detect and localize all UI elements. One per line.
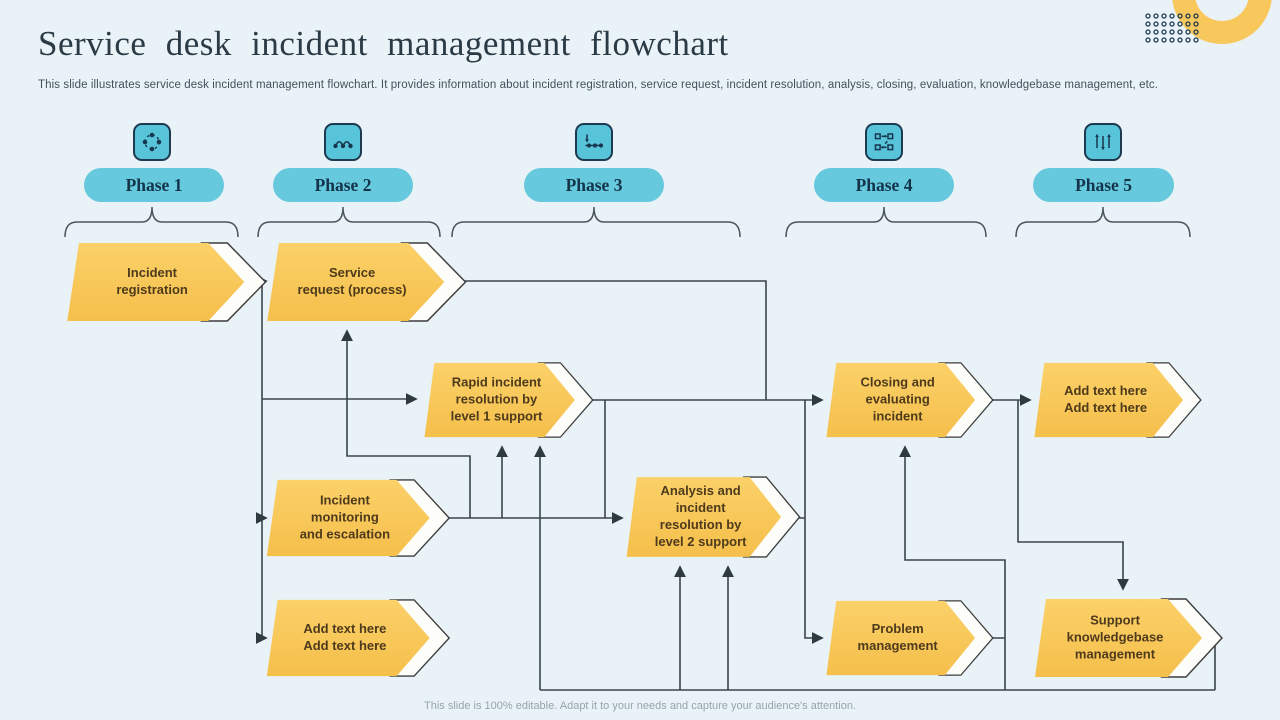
shuffle-arrows-icon xyxy=(1095,133,1111,151)
arrow-shape xyxy=(266,599,451,677)
phase-pill-5[interactable]: Phase 5 xyxy=(1033,168,1174,202)
phase-pill-2[interactable]: Phase 2 xyxy=(273,168,413,202)
page-title: Service desk incident management flowcha… xyxy=(38,24,729,63)
arrow-shape xyxy=(424,362,594,438)
phase3-icon-tile[interactable] xyxy=(575,123,613,161)
node-label: Incident monitoring and escalation xyxy=(299,492,391,542)
arrow-shape xyxy=(826,600,994,676)
timeline-arrow-icon xyxy=(585,134,604,148)
swap-boxes-icon xyxy=(874,133,894,151)
node-label: Rapid incident resolution by level 1 sup… xyxy=(450,374,543,424)
arrow-shape xyxy=(626,476,801,558)
arrow-shape xyxy=(267,242,467,322)
node-label: Closing and evaluating incident xyxy=(860,374,935,424)
flow-node-incident-monitoring[interactable]: Incident monitoring and escalation xyxy=(262,477,457,559)
node-label: Add text here Add text here xyxy=(303,621,387,653)
phase-label: Phase 4 xyxy=(855,174,913,195)
dot-grid-decoration xyxy=(1145,13,1199,43)
phase5-icon-tile[interactable] xyxy=(1084,123,1122,161)
phase1-icon-tile[interactable] xyxy=(133,123,171,161)
flow-node-add-text-left[interactable]: Add text here Add text here xyxy=(262,597,457,679)
phase-label: Phase 1 xyxy=(125,174,183,195)
arrow-shape xyxy=(67,242,267,322)
node-label: Service request (process) xyxy=(297,265,407,297)
flow-node-service-request[interactable]: Service request (process) xyxy=(262,240,474,324)
node-label: Analysis and incident resolution by leve… xyxy=(654,483,747,549)
flow-connectors xyxy=(246,275,1216,691)
phase-pill-4[interactable]: Phase 4 xyxy=(814,168,954,202)
footer-note: This slide is 100% editable. Adapt it to… xyxy=(424,700,856,712)
flow-node-add-text-right[interactable]: Add text here Add text here xyxy=(1030,360,1208,440)
arrow-shape xyxy=(826,362,994,438)
step-hops-icon xyxy=(333,141,353,149)
arrow-shape xyxy=(1035,598,1223,678)
phase-pill-1[interactable]: Phase 1 xyxy=(84,168,224,202)
node-label: Problem management xyxy=(857,621,938,653)
page-subtitle: This slide illustrates service desk inci… xyxy=(38,79,1159,91)
phase-label: Phase 3 xyxy=(565,174,623,195)
flow-node-analysis-incident-resolution[interactable]: Analysis and incident resolution by leve… xyxy=(622,474,807,560)
arrow-shape xyxy=(1034,362,1202,438)
node-label: Support knowledgebase management xyxy=(1066,612,1164,662)
flow-node-incident-registration[interactable]: Incident registration xyxy=(62,240,274,324)
phase-pill-3[interactable]: Phase 3 xyxy=(524,168,664,202)
cycle-dots-icon xyxy=(142,132,162,152)
node-label: Add text here Add text here xyxy=(1064,383,1148,415)
flow-node-problem-management[interactable]: Problem management xyxy=(822,598,1000,678)
flow-node-support-knowledgebase[interactable]: Support knowledgebase management xyxy=(1030,596,1230,680)
phase4-icon-tile[interactable] xyxy=(865,123,903,161)
node-label: Incident registration xyxy=(116,265,188,297)
flow-node-closing-evaluating[interactable]: Closing and evaluating incident xyxy=(822,360,1000,440)
arrow-shape xyxy=(266,479,451,557)
phase-label: Phase 5 xyxy=(1075,174,1132,195)
phase-label: Phase 2 xyxy=(314,174,372,195)
phase2-icon-tile[interactable] xyxy=(324,123,362,161)
flow-node-rapid-incident-resolution[interactable]: Rapid incident resolution by level 1 sup… xyxy=(420,360,600,440)
phase-brackets xyxy=(64,206,1191,238)
